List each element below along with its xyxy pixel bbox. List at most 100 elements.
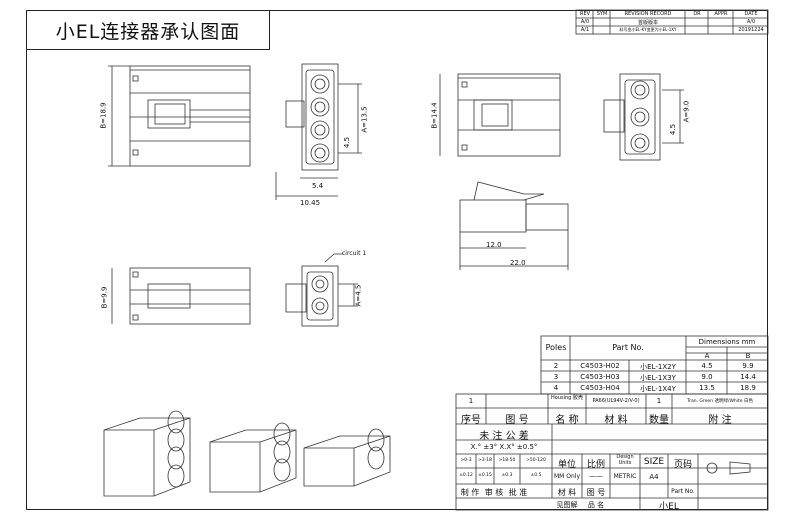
dim-pitch-4-5-second: 4.5 — [669, 123, 678, 136]
sign-reviewed-by: 审 核 — [484, 488, 504, 497]
side-view-2pole — [111, 267, 251, 325]
sign-made-by: 制 作 — [460, 488, 480, 497]
tolerance-value-1: ±0.12 — [459, 473, 473, 478]
label-page: 页码 — [673, 460, 692, 470]
rev-header-dr: DR — [693, 11, 701, 17]
rev-row-1-record: 首版版本 — [637, 20, 658, 26]
bom-quantity: 1 — [656, 397, 662, 405]
rev-row-2-rev: A/1 — [580, 27, 590, 33]
iso-view-2pole — [303, 428, 391, 487]
parts-row-2-code: C4503-H03 — [580, 373, 620, 381]
side-view-4pole — [108, 65, 251, 167]
dim-b-9-9: B=9.9 — [100, 286, 109, 309]
parts-header-partno: Part No. — [612, 343, 644, 352]
parts-row-3-b: 18.9 — [740, 384, 756, 392]
dim-b-14-4: B=14.4 — [430, 102, 439, 129]
parts-row-3-poles: 4 — [553, 384, 559, 392]
bom-material: PA66(UL94V-2/V-0) — [592, 398, 640, 404]
rev-header-record: REVISION RECORD — [624, 11, 672, 17]
side-view-3pole — [439, 73, 561, 157]
parts-row-1-name: 小EL-1X2Y — [640, 363, 676, 371]
drawing-sheet-border — [26, 10, 768, 510]
dim-a-9-0: A=9.0 — [682, 100, 691, 123]
bom-item-number: 1 — [468, 397, 474, 405]
bom-header-name: 名 称 — [555, 415, 579, 426]
parts-row-3-name: 小EL-1X4Y — [640, 385, 676, 393]
parts-header-poles: Poles — [545, 343, 567, 352]
tolerance-value-4: ±0.5 — [530, 473, 542, 478]
parts-row-1-poles: 2 — [553, 362, 559, 370]
value-scale-dash: —— — [589, 472, 603, 480]
bom-header-drawing: 图 号 — [505, 415, 529, 426]
dim-5-4: 5.4 — [312, 182, 324, 190]
bom-header-item: 序号 — [461, 415, 481, 426]
rev-header-rev: REV — [579, 11, 591, 17]
value-product-name: 小EL — [659, 502, 679, 512]
parts-row-2-a: 9.0 — [701, 373, 713, 381]
end-view-4pole — [275, 63, 362, 200]
top-profile-view — [459, 181, 569, 270]
iso-view-3pole — [209, 422, 297, 493]
end-view-3pole — [603, 73, 684, 161]
dim-b-18-9: B=18.9 — [99, 102, 108, 129]
rev-header-appr: APPR — [714, 11, 728, 17]
bom-header-note: 附 注 — [708, 415, 732, 426]
label-design-units: Design Units — [616, 454, 634, 466]
dim-a-13-5: A=13.5 — [360, 106, 369, 133]
iso-view-4pole — [103, 410, 191, 497]
tolerance-range-4: >50-120 — [526, 458, 546, 463]
label-unit: 单位 — [557, 460, 576, 470]
title-block — [455, 393, 769, 511]
rev-row-1-date: A/0 — [746, 19, 756, 25]
dim-22-0: 22.0 — [510, 259, 526, 267]
dim-10-45: 10.45 — [300, 199, 321, 207]
tolerance-title: 未 注 公 差 — [479, 431, 529, 442]
label-product-name: 品 名 — [587, 501, 605, 509]
rev-header-date: DATE — [744, 11, 758, 17]
dim-12-0: 12.0 — [486, 241, 502, 249]
revision-table — [575, 9, 769, 35]
tolerance-value-2: ±0.15 — [478, 473, 492, 478]
label-part-no: Part No. — [671, 488, 695, 495]
circuit-1-callout: circuit 1 — [342, 250, 367, 257]
parts-row-2-b: 14.4 — [740, 373, 756, 381]
parts-row-3-code: C4503-H04 — [580, 384, 620, 392]
drawing-title: 小EL连接器承认图面 — [26, 10, 270, 50]
bom-header-material: 材 料 — [604, 415, 628, 426]
parts-row-3-a: 13.5 — [699, 384, 715, 392]
dim-a-4-5: A=4.5 — [354, 284, 363, 307]
parts-header-dimensions: Dimensions mm — [698, 338, 756, 346]
rev-row-2-date: 20191224 — [738, 27, 764, 33]
rev-row-2-record: 料号由小EL-KY变更为小EL-1XY — [619, 27, 677, 32]
parts-row-1-a: 4.5 — [701, 362, 713, 370]
value-metric: METRIC — [613, 473, 637, 480]
label-see-diagram: 见图解 — [556, 501, 578, 509]
rev-row-1-rev: A/0 — [580, 19, 590, 25]
tolerance-range-1: >0-3 — [460, 458, 472, 463]
bom-note: Tran. Green 透明绿/White 白色 — [687, 399, 753, 404]
bom-part-name: Housing 胶壳 — [551, 395, 583, 401]
parts-row-2-name: 小EL-1X3Y — [640, 374, 676, 382]
sign-drawing-no: 图 号 — [586, 488, 606, 497]
tolerance-general: X.° ±3° X.X° ±0.5° — [470, 443, 538, 451]
label-scale: 比例 — [586, 460, 605, 470]
value-mm-only: MM Only — [553, 473, 580, 480]
bom-header-quantity: 数量 — [649, 415, 669, 426]
value-size-a4: A4 — [649, 473, 659, 481]
parts-row-1-code: C4503-H02 — [580, 362, 620, 370]
sign-material: 材 料 — [557, 488, 577, 497]
sign-approved-by: 批 准 — [508, 488, 528, 497]
rev-header-sym: SYM — [596, 11, 608, 17]
parts-row-1-b: 9.9 — [742, 362, 754, 370]
end-view-2pole — [285, 253, 358, 327]
dim-pitch-4-5-first: 4.5 — [343, 136, 352, 149]
tolerance-range-2: >3-18 — [478, 458, 492, 463]
tolerance-value-3: ±0.3 — [501, 473, 513, 478]
parts-header-a: A — [704, 352, 710, 360]
tolerance-range-3: >18-50 — [498, 458, 516, 463]
parts-table — [540, 335, 769, 395]
parts-row-2-poles: 3 — [553, 373, 559, 381]
parts-header-b: B — [745, 352, 751, 360]
label-size: SIZE — [643, 457, 665, 467]
